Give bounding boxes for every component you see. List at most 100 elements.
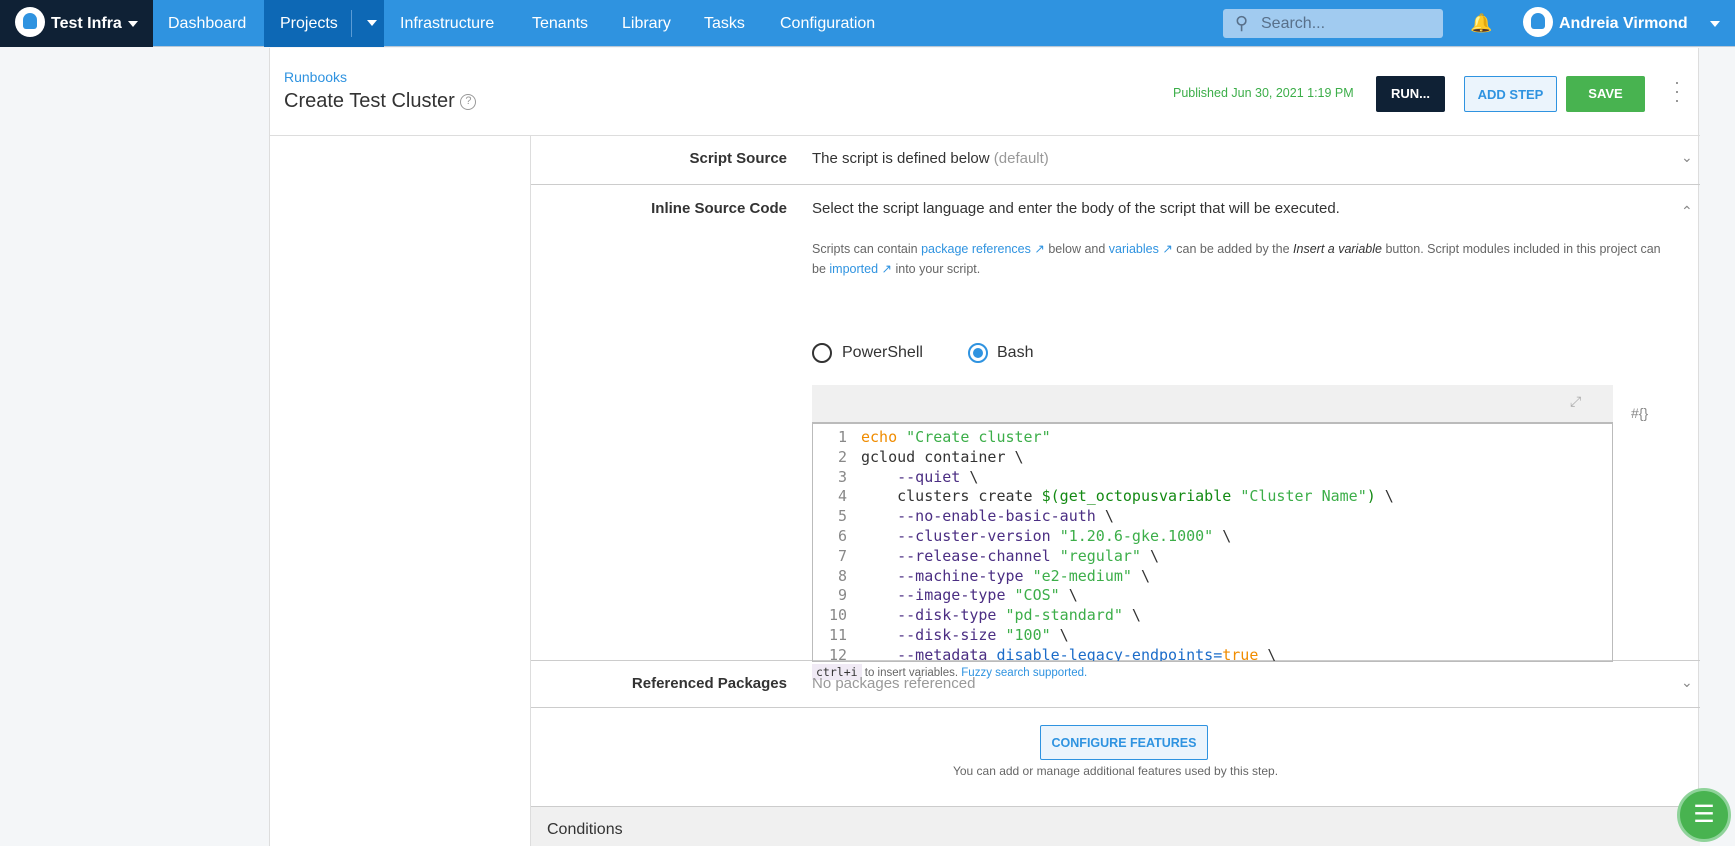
code-line: 12 --metadata disable-legacy-endpoints=t…	[813, 645, 1612, 662]
script-source-text: The script is defined below	[812, 150, 990, 167]
content-divider	[530, 136, 531, 846]
bash-radio[interactable]	[968, 343, 988, 363]
insert-variable-button[interactable]: #{}	[1631, 405, 1649, 421]
code-line: 8 --machine-type "e2-medium" \	[813, 567, 1612, 587]
fuzzy-search-link[interactable]: Fuzzy search supported.	[961, 667, 1088, 679]
page-title: Create Test Cluster ?	[284, 90, 477, 113]
code-token: \	[1258, 645, 1277, 662]
hint-text: to insert variables.	[864, 667, 959, 679]
caret-down-icon	[1709, 20, 1720, 27]
code-token: \	[1122, 606, 1141, 625]
line-number: 7	[837, 546, 847, 565]
configure-features-button[interactable]: CONFIGURE FEATURES	[1040, 725, 1208, 760]
chevron-down-icon[interactable]: ⌄	[1681, 149, 1693, 165]
space-switcher[interactable]: Test Infra	[0, 0, 153, 47]
code-line: 7 --release-channel "regular" \	[813, 547, 1612, 567]
code-line: 9 --image-type "COS" \	[813, 586, 1612, 606]
code-token: "Create cluster"	[897, 428, 1051, 446]
octopus-logo-icon	[15, 6, 45, 37]
more-options-icon[interactable]: ···	[1674, 72, 1680, 110]
editor-hint: ctrl+i to insert variables. Fuzzy search…	[812, 664, 1088, 680]
run-button[interactable]: RUN...	[1376, 76, 1445, 112]
code-token: $(get_octopusvariable	[1041, 487, 1241, 506]
code-token: "Cluster Name"	[1240, 487, 1367, 506]
referenced-packages-row[interactable]: Referenced Packages No packages referenc…	[531, 661, 1700, 708]
numbered-list-icon: ☰	[1693, 801, 1715, 828]
expand-icon[interactable]: ⤢	[1570, 393, 1582, 409]
projects-dropdown-icon[interactable]	[367, 20, 377, 26]
help-t3: can be added by the	[1172, 242, 1294, 256]
variables-link[interactable]: variables	[1108, 242, 1159, 256]
top-nav: Test Infra Dashboard Projects Infrastruc…	[0, 0, 1735, 47]
code-token: "regular"	[1059, 546, 1141, 565]
add-step-button[interactable]: ADD STEP	[1464, 76, 1557, 112]
bell-icon[interactable]: 🔔	[1470, 13, 1493, 33]
nav-tenants[interactable]: Tenants	[532, 15, 589, 32]
inline-source-row: Inline Source Code Select the script lan…	[531, 185, 1700, 680]
nav-tasks[interactable]: Tasks	[704, 15, 745, 32]
step-list-fab[interactable]: ☰	[1677, 788, 1731, 842]
package-references-link[interactable]: package references	[921, 242, 1031, 256]
help-t4: button. Script modules included in this …	[812, 242, 1661, 276]
powershell-label[interactable]: PowerShell	[842, 344, 923, 361]
inline-source-label: Inline Source Code	[651, 200, 787, 217]
user-menu[interactable]: Andreia Virmond	[1523, 0, 1720, 47]
code-token: \	[1213, 526, 1232, 545]
title-text: Create Test Cluster	[284, 90, 455, 112]
code-token: \	[1059, 586, 1078, 605]
packages-value: No packages referenced	[812, 675, 976, 692]
powershell-radio[interactable]	[812, 343, 832, 363]
chevron-up-icon[interactable]: ⌃	[1681, 203, 1693, 219]
line-number: 5	[837, 507, 847, 526]
chevron-down-icon[interactable]: ⌄	[1681, 674, 1693, 690]
nav-dashboard[interactable]: Dashboard	[168, 15, 247, 32]
code-token: --disk-type	[861, 606, 1006, 625]
external-link-icon: ↗	[1034, 242, 1045, 256]
line-number: 8	[837, 566, 847, 585]
code-token: "COS"	[1014, 586, 1060, 605]
nav-configuration[interactable]: Configuration	[780, 15, 876, 32]
code-token: disable-legacy-endpoints=	[996, 645, 1223, 662]
code-token: --disk-size	[861, 625, 1006, 644]
code-line: 11 --disk-size "100" \	[813, 626, 1612, 646]
code-token: \	[1050, 625, 1069, 644]
search-input[interactable]: ⚲Search...	[1223, 9, 1443, 38]
code-token: )	[1366, 487, 1376, 506]
code-token: gcloud container \	[861, 447, 1024, 466]
line-number: 9	[837, 586, 847, 605]
code-token: \	[960, 467, 979, 486]
packages-label: Referenced Packages	[631, 675, 787, 692]
page-header: Runbooks Create Test Cluster ? Published…	[270, 48, 1700, 136]
breadcrumb-runbooks[interactable]: Runbooks	[284, 69, 348, 85]
line-number: 10	[828, 606, 847, 625]
runbook-editor: Runbooks Create Test Cluster ? Published…	[269, 48, 1700, 846]
code-line: 6 --cluster-version "1.20.6-gke.1000" \	[813, 527, 1612, 547]
help-t2: below and	[1044, 242, 1109, 256]
code-token: --no-enable-basic-auth	[861, 507, 1096, 526]
features-note: You can add or manage additional feature…	[952, 764, 1279, 778]
conditions-section[interactable]: Conditions	[531, 806, 1700, 846]
code-token: "100"	[1005, 625, 1051, 644]
help-em: Insert a variable	[1293, 242, 1382, 256]
save-button[interactable]: SAVE	[1566, 76, 1645, 112]
help-icon[interactable]: ?	[460, 93, 477, 110]
external-link-icon: ↗	[1162, 242, 1173, 256]
line-number: 11	[828, 625, 847, 644]
caret-down-icon	[127, 20, 138, 27]
external-link-icon: ↗	[881, 262, 892, 276]
nav-projects[interactable]: Projects	[264, 0, 384, 47]
script-source-row[interactable]: Script Source The script is defined belo…	[531, 136, 1700, 185]
default-tag: (default)	[993, 150, 1049, 167]
nav-library[interactable]: Library	[622, 15, 671, 32]
help-t1: Scripts can contain	[812, 242, 922, 256]
search-placeholder: Search...	[1261, 15, 1326, 32]
imported-link[interactable]: imported	[829, 262, 879, 276]
bash-label[interactable]: Bash	[997, 344, 1034, 361]
line-number: 12	[828, 645, 847, 662]
divider	[351, 10, 352, 37]
line-number: 1	[837, 428, 847, 446]
nav-infrastructure[interactable]: Infrastructure	[400, 15, 495, 32]
code-token: --cluster-version	[861, 526, 1060, 545]
